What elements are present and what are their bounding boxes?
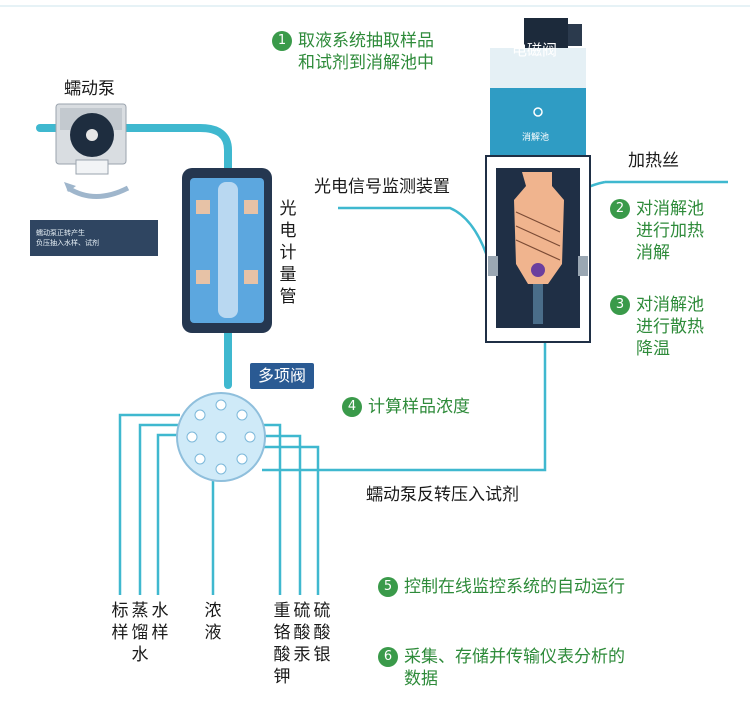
step-6-text: 采集、存储并传输仪表分析的 数据	[404, 647, 625, 689]
multi-valve-drawing	[176, 392, 266, 482]
photometric-tube-label: 光电计量管	[279, 199, 297, 307]
step-4-text: 计算样品浓度	[368, 397, 470, 417]
step-1-badge: 1	[272, 31, 292, 51]
step-1-text: 取液系统抽取样品 和试剂到消解池中	[298, 31, 434, 73]
reagent-distilled-water: 蒸馏水	[131, 601, 149, 665]
step-1: 1 取液系统抽取样品 和试剂到消解池中	[272, 30, 434, 74]
reagent-standard-sample: 标样	[111, 601, 129, 643]
reagent-sulfuric-acid-silver: 硫酸银	[313, 601, 331, 665]
peristaltic-pump-label: 蠕动泵	[64, 79, 115, 99]
multi-valve-tag: 多项阀	[250, 363, 315, 389]
photometric-tube-drawing	[182, 168, 272, 333]
step-2-text: 对消解池 进行加热 消解	[636, 199, 704, 263]
reagent-concentrate: 浓液	[204, 601, 222, 643]
step-2-badge: 2	[610, 199, 630, 219]
step-4: 4 计算样品浓度	[342, 396, 470, 418]
step-5-badge: 5	[378, 577, 398, 597]
photo-signal-monitor-label: 光电信号监测装置	[314, 177, 450, 197]
step-6-badge: 6	[378, 647, 398, 667]
step-4-badge: 4	[342, 397, 362, 417]
reagent-potassium-dichromate: 重铬酸钾	[273, 601, 291, 687]
step-5: 5 控制在线监控系统的自动运行	[378, 576, 625, 598]
step-3-badge: 3	[610, 295, 630, 315]
reagent-sulfuric-acid-mercury: 硫酸汞	[293, 601, 311, 665]
step-5-text: 控制在线监控系统的自动运行	[404, 577, 625, 597]
step-3-text: 对消解池 进行散热 降温	[636, 295, 704, 359]
step-2: 2 对消解池 进行加热 消解	[610, 198, 704, 264]
solenoid-valve-label: 电磁阀	[512, 41, 558, 59]
step-6: 6 采集、存储并传输仪表分析的 数据	[378, 646, 625, 690]
peristaltic-pump-drawing	[30, 103, 158, 256]
pump-reverse-label: 蠕动泵反转压入试剂	[366, 485, 519, 505]
step-3: 3 对消解池 进行散热 降温	[610, 294, 704, 360]
pump-note: 蠕动泵正转产生 负压抽入水样、试剂	[36, 229, 99, 247]
heating-wire-label: 加热丝	[628, 151, 679, 171]
digestion-unit-drawing	[485, 18, 591, 343]
reagent-water-sample: 水样	[151, 601, 169, 643]
digestion-cell-label: 消解池	[522, 133, 550, 143]
